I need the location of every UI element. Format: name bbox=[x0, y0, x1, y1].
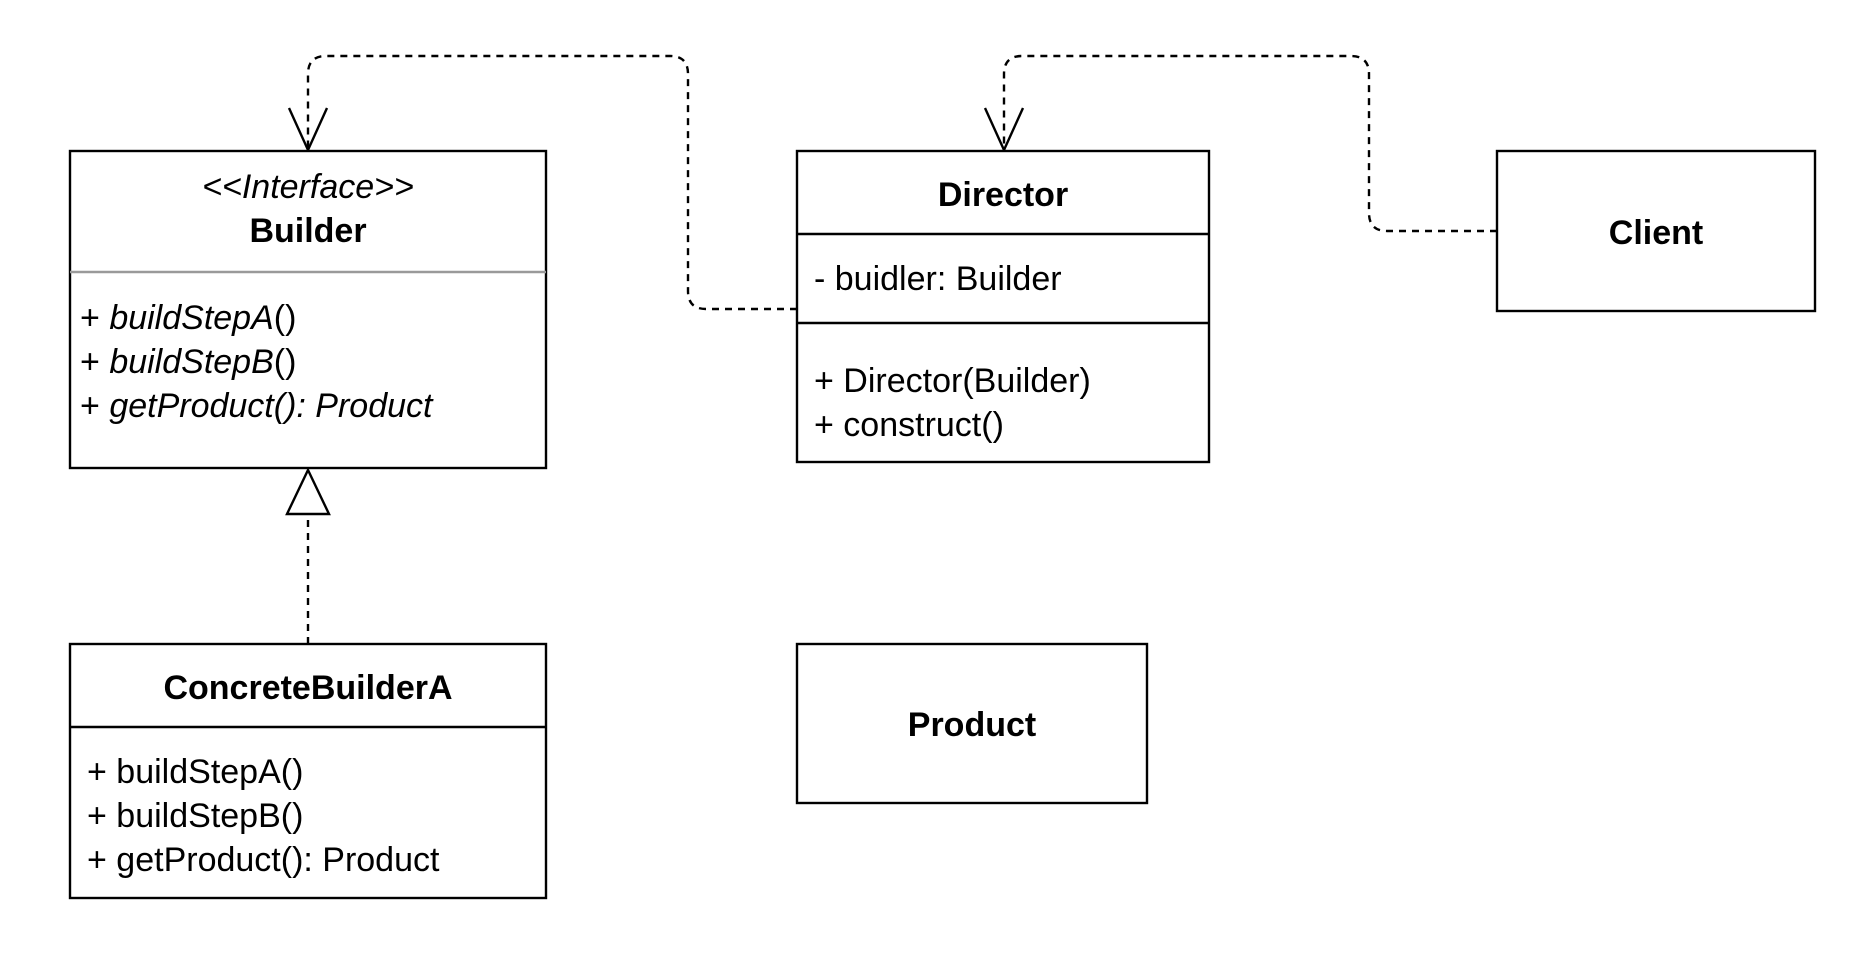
builder-hollow-triangle-arrowhead bbox=[285, 467, 331, 516]
concrete-builder-a-class[interactable]: ConcreteBuilderA + buildStepA() + buildS… bbox=[68, 642, 548, 900]
client-title: Client bbox=[1609, 214, 1703, 252]
product-title: Product bbox=[908, 706, 1036, 744]
concrete-builder-a-method: + getProduct(): Product bbox=[87, 841, 440, 879]
director-class[interactable]: Director - buidler: Builder + Director(B… bbox=[795, 149, 1211, 464]
builder-method: + getProduct(): Product bbox=[80, 387, 434, 425]
builder-method: + buildStepA() bbox=[80, 299, 296, 337]
builder-method: + buildStepB() bbox=[80, 343, 296, 381]
concrete-builder-a-method: + buildStepB() bbox=[87, 797, 303, 835]
client-to-director-dependency bbox=[1002, 54, 1497, 233]
director-method: + construct() bbox=[814, 406, 1004, 444]
builder-class[interactable]: <<Interface>> Builder + buildStepA() + b… bbox=[68, 149, 548, 470]
director-field: - buidler: Builder bbox=[814, 260, 1062, 298]
builder-stereotype: <<Interface>> bbox=[202, 168, 414, 206]
concrete-builder-a-title: ConcreteBuilderA bbox=[163, 669, 452, 707]
client-class[interactable]: Client bbox=[1495, 149, 1817, 313]
product-class[interactable]: Product bbox=[795, 642, 1149, 805]
builder-title: Builder bbox=[249, 212, 366, 250]
director-method: + Director(Builder) bbox=[814, 362, 1091, 400]
director-title: Director bbox=[938, 176, 1068, 214]
director-to-builder-dependency bbox=[306, 54, 797, 311]
concrete-builder-a-method: + buildStepA() bbox=[87, 753, 303, 791]
